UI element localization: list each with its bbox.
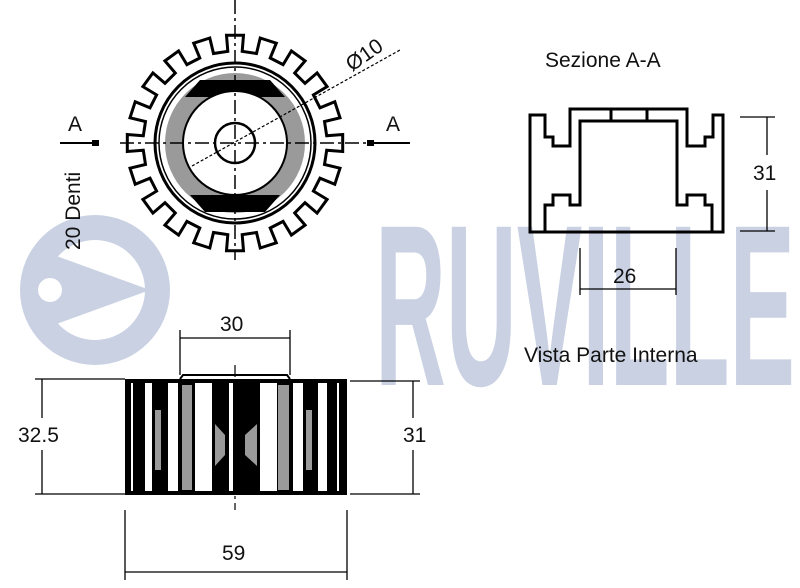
dimension-overall-width [124,510,348,580]
dimension-height-section [740,116,775,232]
pulley-hatch [278,385,289,490]
dimension-top-width [179,330,291,375]
pulley-hatch [155,410,161,470]
section-arrow-left [60,140,99,146]
right-height-label: 31 [403,424,426,447]
section-width-label: 26 [613,265,636,288]
section-mark-left: A [68,113,82,136]
pulley-stripe [195,383,212,491]
section-caption: Vista Parte Interna [524,344,698,367]
section-arrow-right [367,140,410,146]
pulley-hatch [306,410,312,470]
pulley-hatch [182,385,192,490]
pulley-stripe [145,383,152,491]
pulley-side-view [125,379,347,495]
pulley-stripe [293,383,303,491]
pulley-stripe [337,383,339,491]
dimension-width-section [579,248,677,295]
dimension-left-height [35,378,125,495]
section-profile [528,107,725,234]
pulley-stripe [260,383,277,491]
gear-front-view [120,0,401,260]
teeth-label: 20 Denti [62,172,85,250]
pulley-stripe [229,383,233,491]
overall-width-label: 59 [222,542,245,565]
pulley-stripe [318,383,327,491]
pulley-hatch [245,424,257,466]
dimension-right-height [350,380,420,495]
watermark-text: RUVILLE [375,177,795,434]
pulley-hatch [215,424,225,466]
pulley-stripe [168,383,178,491]
left-height-label: 32.5 [18,424,59,447]
section-title: Sezione A-A [545,49,661,72]
top-width-label: 30 [220,313,243,336]
pulley-stripe [131,383,133,491]
section-mark-right: A [386,113,400,136]
ruville-watermark: RUVILLE [20,177,795,434]
ruville-logo-icon [20,215,170,365]
section-height-label: 31 [753,162,776,185]
